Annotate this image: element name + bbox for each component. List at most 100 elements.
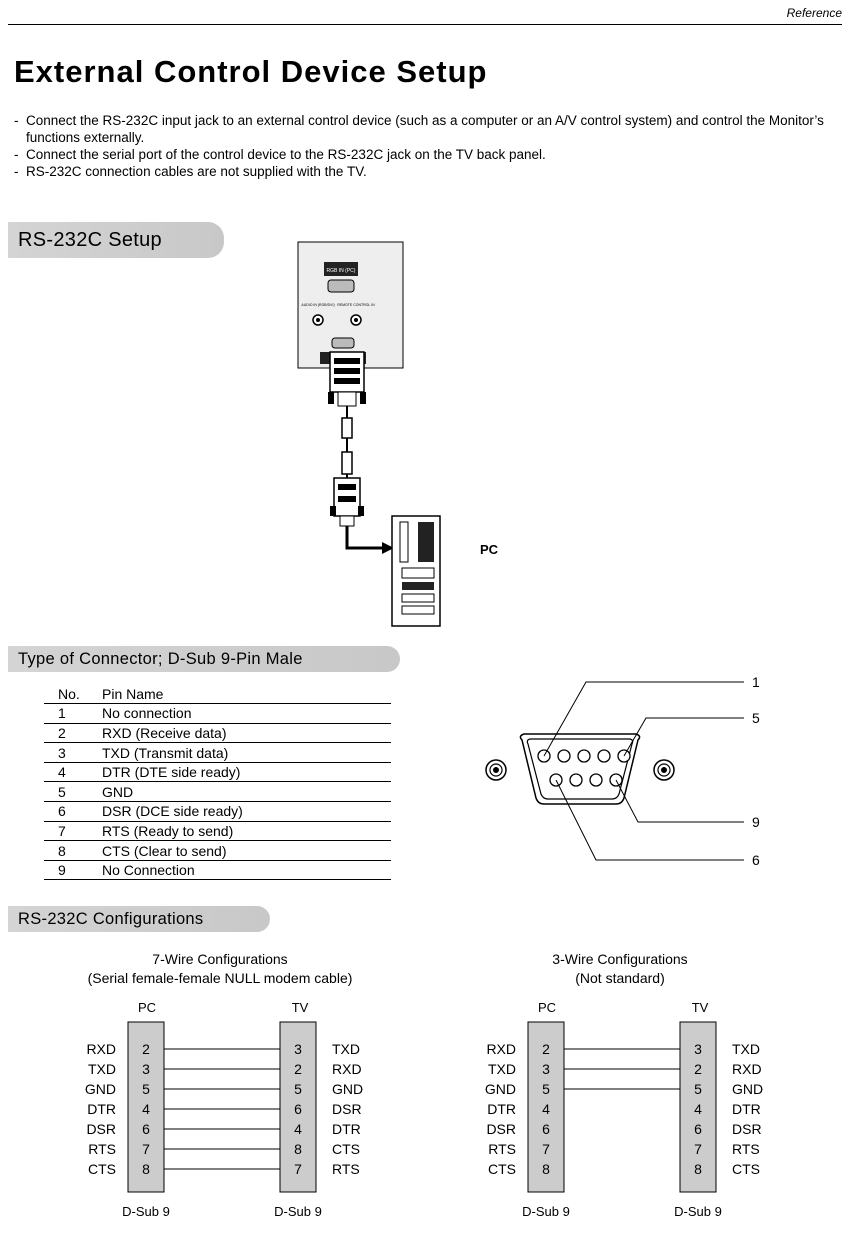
tv-signal-name: DSR <box>332 1101 362 1117</box>
pc-pin-number: 5 <box>142 1081 150 1097</box>
column-header-pin-name: Pin Name <box>102 684 391 705</box>
tv-signal-name: DTR <box>732 1101 761 1117</box>
tv-column-label: TV <box>292 1000 309 1015</box>
tv-signal-name: RTS <box>332 1161 360 1177</box>
tv-signal-name: TXD <box>732 1041 760 1057</box>
intro-item: Connect the serial port of the control d… <box>14 146 844 163</box>
callout-label-5: 5 <box>752 710 760 726</box>
pc-dsub-box <box>127 1021 165 1193</box>
tv-column-label: TV <box>692 1000 709 1015</box>
pc-signal-name: CTS <box>88 1161 116 1177</box>
intro-item: RS-232C connection cables are not suppli… <box>14 163 844 180</box>
pin-number-cell: 1 <box>44 703 102 724</box>
section-heading-text: RS-232C Configurations <box>18 909 204 928</box>
tv-pin-number: 2 <box>294 1061 302 1077</box>
pin-number-cell: 3 <box>44 742 102 763</box>
pc-signal-name: TXD <box>88 1061 116 1077</box>
pin-name-cell: No Connection <box>102 860 391 881</box>
section-heading-configurations: RS-232C Configurations <box>8 906 270 932</box>
tv-signal-name: RXD <box>332 1061 362 1077</box>
pin-number-cell: 8 <box>44 840 102 861</box>
setup-illustration: RGB IN (PC) AUDIO IN (RGB/DVI) REMOTE CO… <box>297 241 499 627</box>
tv-pin-number: 7 <box>694 1141 702 1157</box>
pc-signal-name: RXD <box>86 1041 116 1057</box>
pc-dsub-label: D-Sub 9 <box>522 1204 570 1219</box>
pc-signal-name: CTS <box>488 1161 516 1177</box>
configuration-subtitle: (Not standard) <box>575 970 664 986</box>
pc-signal-name: RXD <box>486 1041 516 1057</box>
page-title: External Control Device Setup <box>14 54 488 89</box>
tv-pin-number: 8 <box>294 1141 302 1157</box>
rgb-in-label: RGB IN (PC) <box>327 268 356 274</box>
pin-name-cell: TXD (Transmit data) <box>102 742 391 763</box>
section-heading-text: RS-232C Setup <box>18 228 162 251</box>
seven-wire-configuration: 7-Wire Configurations(Serial female-fema… <box>85 951 363 1219</box>
tv-signal-name: RTS <box>732 1141 760 1157</box>
pc-pin-number: 2 <box>542 1041 550 1057</box>
wiring-configurations: 7-Wire Configurations(Serial female-fema… <box>85 951 763 1219</box>
tv-pin-number: 5 <box>294 1081 302 1097</box>
mounting-screw-icon <box>485 759 507 781</box>
intro-item: Connect the RS-232C input jack to an ext… <box>14 112 844 146</box>
pc-label: PC <box>480 542 499 557</box>
tv-pin-number: 7 <box>294 1161 302 1177</box>
rgb-port <box>327 279 355 293</box>
tv-pin-number: 3 <box>294 1041 302 1057</box>
tv-dsub-label: D-Sub 9 <box>274 1204 322 1219</box>
rgb-label-plate <box>324 262 358 276</box>
section-heading-rs232c-setup: RS-232C Setup <box>8 222 224 258</box>
tv-pin-number: 6 <box>294 1101 302 1117</box>
callout-label-1: 1 <box>752 674 760 690</box>
configuration-title: 3-Wire Configurations <box>552 951 687 967</box>
pc-pin-number: 8 <box>142 1161 150 1177</box>
pin-number-cell: 7 <box>44 821 102 842</box>
connector-pin <box>577 749 591 763</box>
pc-pin-number: 4 <box>542 1101 550 1117</box>
connector-pin <box>597 749 611 763</box>
connector-pin <box>557 749 571 763</box>
pin-number-cell: 5 <box>44 781 102 803</box>
callout-label-9: 9 <box>752 814 760 830</box>
three-wire-configuration: 3-Wire Configurations (Not standard) PC TV R… <box>485 951 763 1219</box>
pin-name-cell: DSR (DCE side ready) <box>102 801 391 822</box>
pin-number-cell: 2 <box>44 723 102 744</box>
tv-pin-number: 3 <box>694 1041 702 1057</box>
pc-signal-name: RTS <box>488 1141 516 1157</box>
pc-signal-name: DSR <box>486 1121 516 1137</box>
arrow-icon <box>382 542 394 554</box>
pc-column-label: PC <box>138 1000 156 1015</box>
pin-name-cell: RTS (Ready to send) <box>102 821 391 842</box>
remote-in-label: REMOTE CONTROL IN <box>337 303 375 307</box>
ferrite-core-upper <box>341 417 353 439</box>
tv-pin-number: 6 <box>694 1121 702 1137</box>
tv-signal-name: GND <box>732 1081 763 1097</box>
connector-pin <box>589 773 603 787</box>
callout-line-9 <box>615 779 744 823</box>
pc-pin-number: 4 <box>142 1101 150 1117</box>
callout-label-6: 6 <box>752 852 760 868</box>
pc-pin-number: 8 <box>542 1161 550 1177</box>
pin-name-cell: No connection <box>102 703 391 724</box>
pc-dsub-box <box>527 1021 565 1193</box>
pin-name-cell: CTS (Clear to send) <box>102 840 391 861</box>
tv-pin-number: 2 <box>694 1061 702 1077</box>
callout-line-1 <box>543 681 744 757</box>
intro-list: Connect the RS-232C input jack to an ext… <box>14 112 844 180</box>
pc-pin-number: 2 <box>142 1041 150 1057</box>
pc-column-label: PC <box>538 1000 556 1015</box>
pc-signal-name: DTR <box>487 1101 516 1117</box>
audio-in-label: AUDIO IN (RGB/DVI) <box>301 303 334 307</box>
pin-name-cell: DTR (DTE side ready) <box>102 762 391 783</box>
pin-name-cell: RXD (Receive data) <box>102 723 391 744</box>
tv-pin-number: 5 <box>694 1081 702 1097</box>
tv-dsub-box <box>679 1021 717 1193</box>
pc-signal-name: DSR <box>86 1121 116 1137</box>
header-rule <box>8 24 842 25</box>
tv-signal-name: DSR <box>732 1121 762 1137</box>
pin-name-cell: GND <box>102 781 391 803</box>
